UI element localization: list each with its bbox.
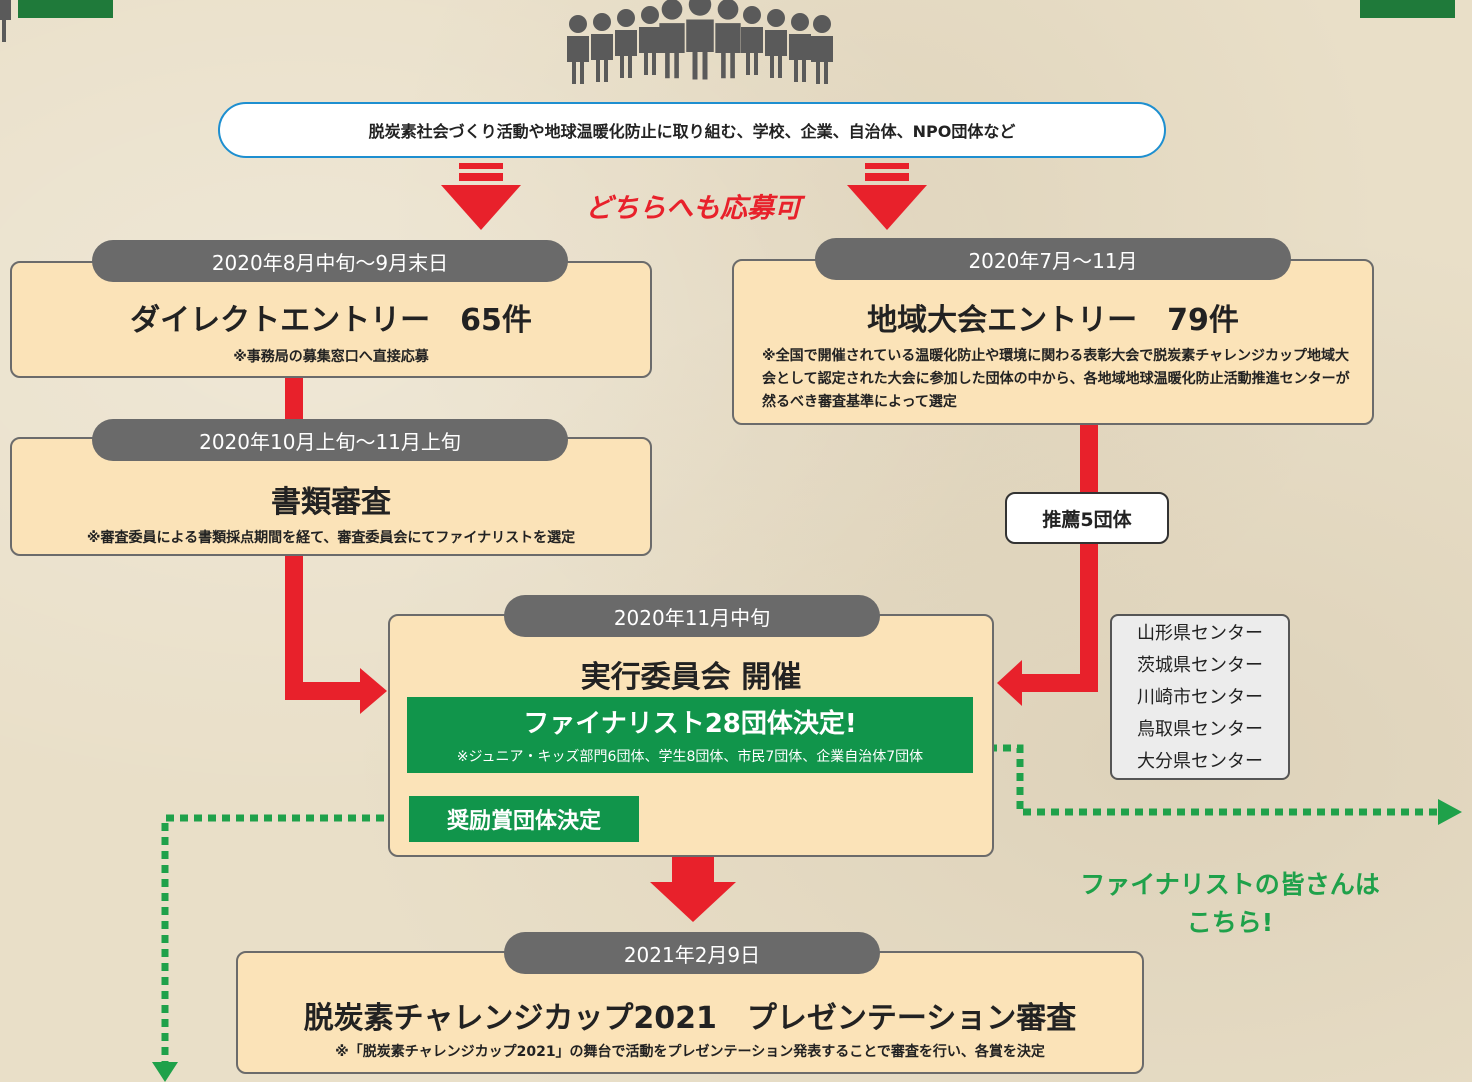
finalist-banner: ファイナリスト28団体決定! ※ジュニア・キッズ部門6団体、学生8団体、市民7団… [407,697,973,773]
either-label: どちらへも応募可 [585,193,801,224]
arrow-document-committee [285,555,387,714]
center-item: 大分県センター [1137,751,1263,772]
direct-entry-title: ダイレクトエントリー 65件 [130,303,532,338]
connector-direct-document [285,378,303,423]
center-item: 鳥取県センター [1137,719,1263,740]
document-screening-note: ※審査委員による書類採点期間を経て、審査委員会にてファイナリストを選定 [86,530,576,546]
applicants-pill: 脱炭素社会づくり活動や地球温暖化防止に取り組む、学校、企業、自治体、NPO団体な… [218,102,1166,158]
center-item: 川崎市センター [1137,687,1263,708]
arrow-regional-committee [997,425,1098,706]
direct-entry-note: ※事務局の募集窓口へ直接応募 [233,349,429,365]
center-item: 茨城県センター [1137,655,1263,676]
corner-decoration-right [1360,0,1455,18]
either-arrows [441,163,927,230]
direct-entry-period: 2020年8月中旬〜9月末日 [92,240,568,282]
committee-period: 2020年11月中旬 [504,595,880,637]
finalist-link-label[interactable]: ファイナリストの皆さんは こちら! [1080,870,1380,937]
encourage-link-arrow [161,814,398,1068]
regional-entry-box: 地域大会エントリー 79件 ※全国で開催されている温暖化防止や環境に関わる表彰大… [732,259,1374,425]
people-group-icon [0,0,833,84]
applicants-text: 脱炭素社会づくり活動や地球温暖化防止に取り組む、学校、企業、自治体、NPO団体な… [368,122,1016,141]
center-item: 山形県センター [1137,623,1263,644]
centers-list: 山形県センター 茨城県センター 川崎市センター 鳥取県センター 大分県センター [1110,614,1290,780]
finalist-note: ※ジュニア・キッズ部門6団体、学生8団体、市民7団体、企業自治体7団体 [456,749,924,765]
document-screening-period: 2020年10月上旬〜11月上旬 [92,419,568,461]
regional-entry-note: ※全国で開催されている温暖化防止や環境に関わる表彰大会で脱炭素チャレンジカップ地… [762,348,1350,410]
presentation-period: 2021年2月9日 [504,932,880,974]
corner-decoration-left [18,0,113,18]
finalist-link-text[interactable]: ファイナリストの皆さんは こちら! [1060,828,1400,942]
encourage-award-badge: 奨励賞団体決定 [409,796,639,842]
regional-entry-title: 地域大会エントリー 79件 [867,303,1239,338]
committee-title: 実行委員会 開催 [580,660,802,695]
finalist-title: ファイナリスト28団体決定! [523,709,857,739]
document-screening-title: 書類審査 [271,485,391,520]
regional-entry-period: 2020年7月〜11月 [815,238,1291,280]
presentation-title: 脱炭素チャレンジカップ2021 プレゼンテーション審査 [303,1001,1077,1036]
finalist-link-arrow [975,744,1438,816]
presentation-note: ※「脱炭素チャレンジカップ2021」の舞台で活動をプレゼンテーション発表すること… [335,1044,1045,1060]
recommend-label: 推薦5団体 [1005,492,1169,544]
